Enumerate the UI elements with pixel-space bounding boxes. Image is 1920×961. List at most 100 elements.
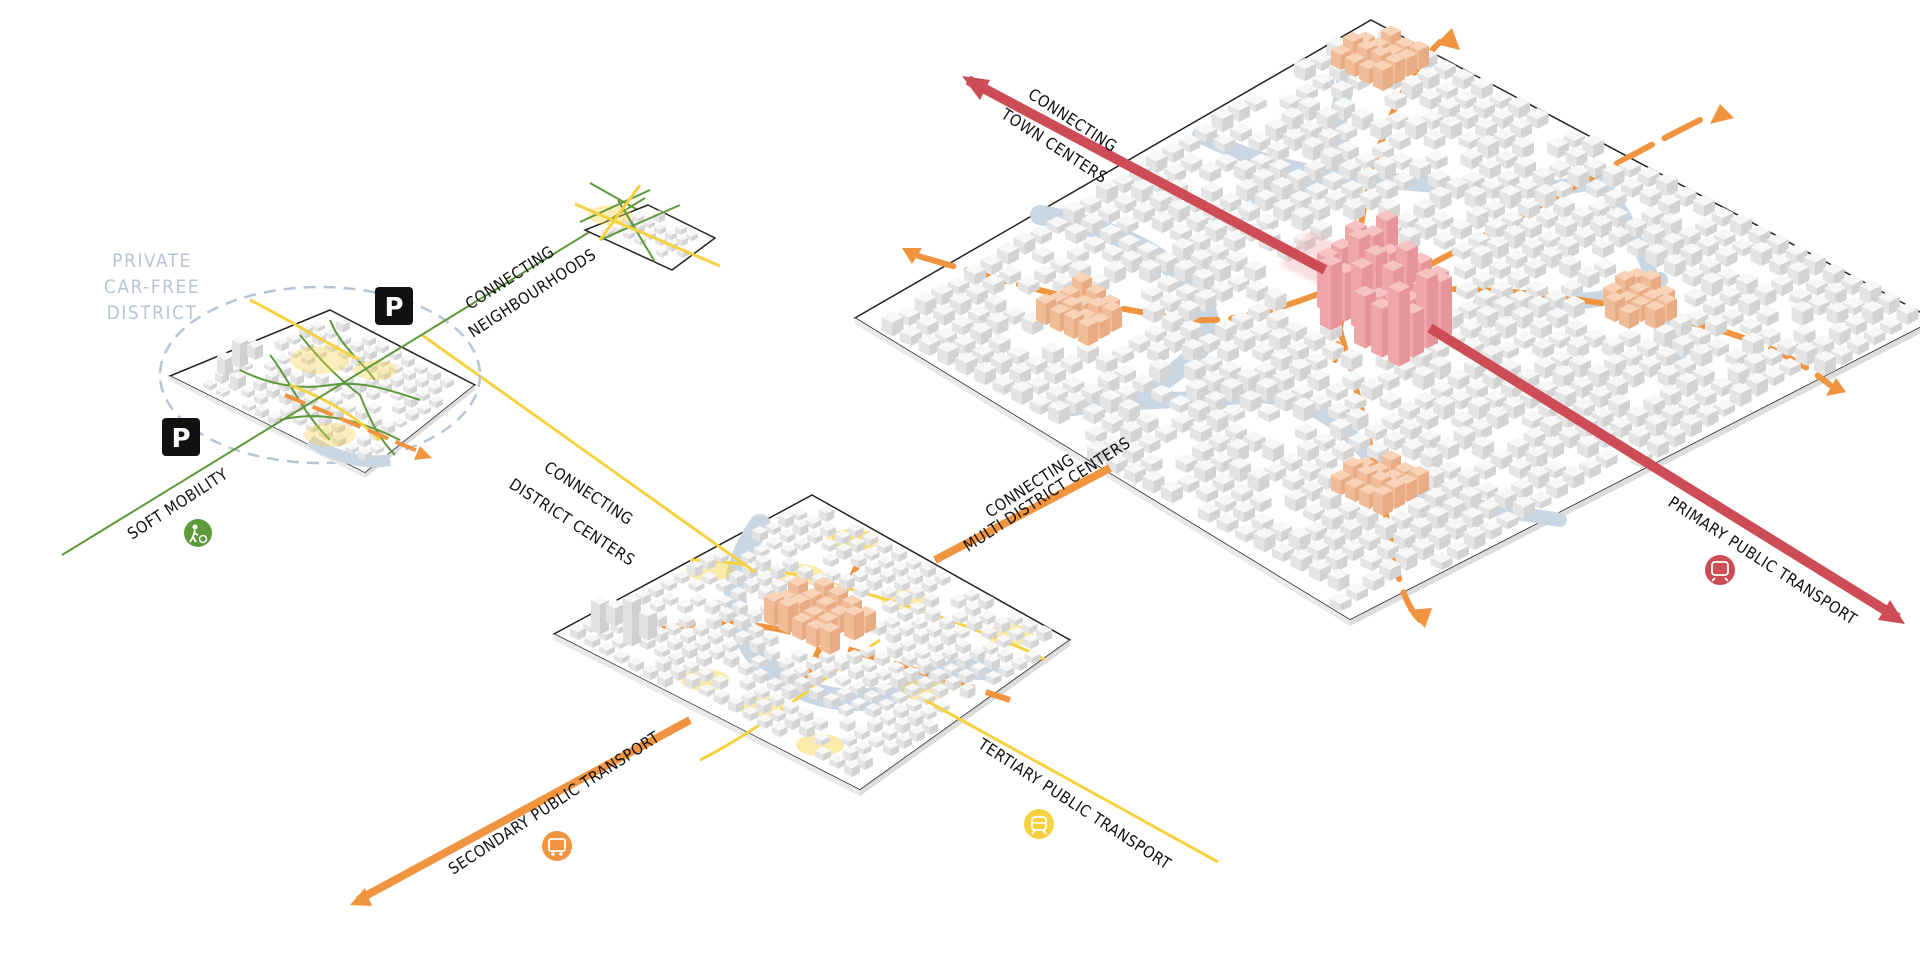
building-block — [978, 593, 994, 602]
building-block — [1162, 147, 1173, 163]
building-block — [1537, 286, 1548, 299]
building-block — [940, 687, 948, 698]
building-block — [384, 371, 391, 381]
building-block — [1178, 299, 1200, 311]
building-block — [995, 638, 1004, 648]
building-block — [1714, 302, 1725, 317]
building-block — [1279, 93, 1302, 105]
building-block — [738, 661, 754, 670]
building-block — [1401, 157, 1413, 171]
building-block — [1096, 178, 1118, 190]
building-block — [935, 642, 944, 653]
building-block — [1567, 341, 1578, 359]
building-block — [761, 548, 770, 557]
peach-center-block — [820, 627, 830, 655]
building-block — [1081, 388, 1092, 405]
building-block — [342, 406, 349, 414]
building-block — [1118, 398, 1140, 410]
building-block — [1424, 487, 1447, 499]
building-block — [1454, 266, 1465, 280]
building-block — [1425, 155, 1437, 170]
building-block — [1219, 437, 1231, 453]
pink-center-block — [1376, 209, 1398, 221]
building-block — [1454, 96, 1466, 110]
building-block — [920, 562, 936, 571]
building-block — [1802, 306, 1814, 326]
building-block — [1213, 138, 1225, 153]
building-block — [1501, 211, 1524, 223]
building-block — [916, 589, 925, 600]
building-block — [1518, 274, 1530, 290]
building-block — [700, 558, 708, 570]
building-block — [791, 512, 799, 521]
building-block — [1438, 175, 1450, 190]
building-block — [1495, 149, 1518, 161]
building-block — [339, 364, 346, 373]
building-block — [1589, 385, 1612, 397]
building-block — [1198, 508, 1209, 523]
building-block — [1305, 521, 1327, 533]
building-block — [1302, 136, 1324, 148]
building-block — [1468, 237, 1480, 250]
building-block — [832, 572, 841, 582]
building-block — [1282, 471, 1305, 483]
building-block — [1190, 427, 1201, 443]
building-block — [1319, 493, 1331, 512]
building-block — [794, 541, 802, 551]
building-block — [1633, 370, 1645, 388]
building-block — [1003, 638, 1012, 648]
building-block — [973, 605, 981, 617]
building-block — [1540, 496, 1552, 510]
building-block — [751, 582, 760, 594]
building-block — [1059, 405, 1070, 425]
building-block — [837, 758, 846, 769]
building-block — [922, 723, 930, 735]
building-block — [1471, 324, 1482, 340]
building-block — [670, 596, 679, 606]
building-block — [1340, 347, 1363, 359]
building-block — [1320, 146, 1343, 158]
tall-building-block — [217, 356, 225, 376]
building-block — [1648, 344, 1659, 358]
pink-center-block — [1345, 219, 1367, 231]
building-block — [1379, 391, 1402, 403]
building-block — [767, 681, 775, 692]
building-block — [849, 685, 858, 695]
building-block — [366, 391, 373, 401]
building-block — [1211, 107, 1234, 119]
building-block — [306, 424, 313, 433]
building-block — [375, 418, 382, 428]
building-block — [1071, 359, 1083, 375]
building-block — [1682, 272, 1694, 288]
building-block — [1376, 427, 1387, 441]
building-block — [1655, 346, 1678, 358]
building-block — [1541, 322, 1552, 339]
building-block — [318, 415, 325, 427]
building-block — [1008, 627, 1025, 636]
building-block — [1599, 204, 1610, 219]
building-block — [1231, 483, 1253, 495]
building-block — [911, 616, 928, 625]
building-block — [1552, 365, 1575, 377]
building-block — [1028, 281, 1040, 295]
building-block — [1333, 177, 1345, 192]
building-block — [1779, 363, 1790, 377]
building-block — [1577, 435, 1599, 447]
building-block — [1428, 527, 1451, 539]
building-block — [1400, 424, 1411, 441]
building-block — [1231, 489, 1242, 503]
building-block — [755, 698, 772, 707]
peach-center-block — [1100, 317, 1110, 339]
building-block — [203, 382, 210, 391]
building-block — [688, 582, 697, 592]
building-block — [1148, 247, 1159, 264]
building-block — [767, 677, 783, 686]
peach-center-block — [1090, 312, 1110, 323]
building-block — [1456, 107, 1479, 119]
building-block — [1017, 275, 1040, 287]
building-block — [1156, 330, 1167, 344]
building-block — [1262, 443, 1273, 463]
building-block — [1439, 460, 1461, 472]
building-block — [1307, 545, 1318, 562]
